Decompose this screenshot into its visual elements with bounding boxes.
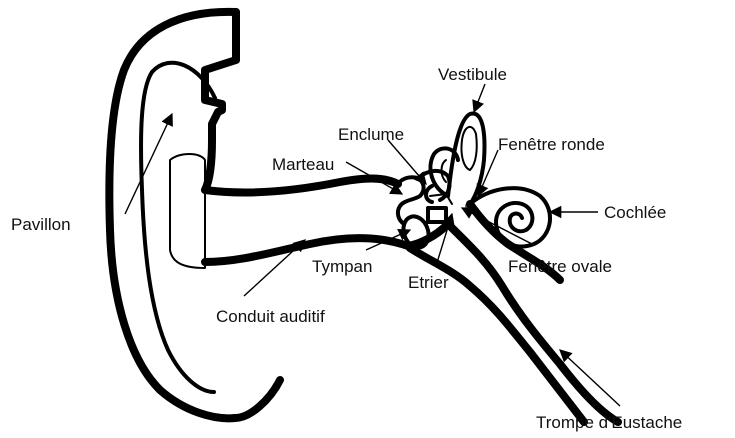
pavillon-pointer: [125, 114, 172, 214]
label-tympan: Tympan: [312, 257, 372, 276]
outer-ear-drawing: [109, 12, 280, 418]
vestibule-pointer: [474, 84, 485, 112]
label-conduit-auditif: Conduit auditif: [216, 307, 325, 326]
label-enclume: Enclume: [338, 125, 404, 144]
label-marteau: Marteau: [272, 155, 334, 174]
ear-canal-drawing: [205, 179, 408, 263]
label-pavillon: Pavillon: [11, 215, 71, 234]
eustachian-tube-drawing: [410, 204, 618, 422]
label-etrier: Etrier: [408, 273, 449, 292]
label-cochlee: Cochlée: [604, 203, 666, 222]
label-fenetre-ronde: Fenêtre ronde: [498, 135, 605, 154]
label-fenetre-ovale: Fenêtre ovale: [508, 257, 612, 276]
label-vestibule: Vestibule: [438, 65, 507, 84]
label-trompe-eustache: Trompe d'Eustache: [536, 413, 682, 432]
